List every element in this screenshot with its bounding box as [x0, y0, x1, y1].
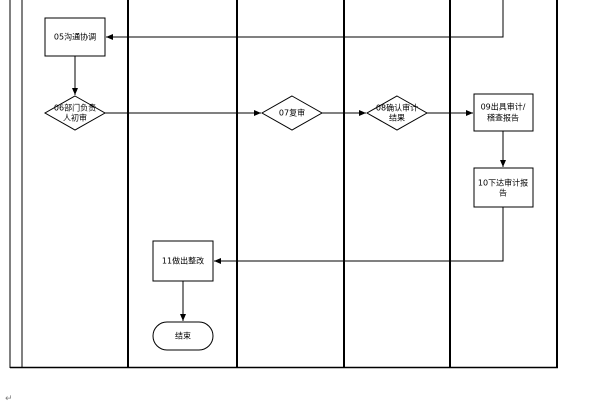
- step-label-10-line2: 告: [499, 188, 507, 198]
- process-box-09-shape: [473, 93, 534, 132]
- step-label-11: 11做出整改: [162, 256, 204, 266]
- process-box-11: 11做出整改: [152, 240, 214, 282]
- step-label-06-line1: 06部门负责: [54, 103, 96, 113]
- step-label-08-line1: 08确认审计: [376, 103, 418, 113]
- swimlane-grid: [9, 0, 558, 369]
- process-box-09: 09出具审计/ 稽查报告: [473, 93, 534, 132]
- terminal-end-shape: [152, 321, 214, 351]
- step-label-09-line1: 09出具审计/: [481, 102, 526, 112]
- process-box-10-shape: [473, 167, 534, 208]
- step-label-07: 07复审: [279, 108, 305, 118]
- step-label-06-line2: 人初审: [63, 113, 87, 123]
- terminal-end: 结束: [152, 321, 214, 351]
- step-label-05: 05沟通协调: [54, 32, 96, 42]
- decision-diamond-07-shape: [260, 95, 324, 131]
- paragraph-mark: ↵: [5, 394, 13, 404]
- process-box-05: 05沟通协调: [44, 17, 106, 57]
- process-box-10: 10下达审计报 告: [473, 167, 534, 208]
- step-label-09-line2: 稽查报告: [487, 113, 519, 123]
- step-label-10-line1: 10下达审计报: [478, 178, 528, 188]
- decision-diamond-08: 08确认审计 结果: [365, 95, 429, 131]
- connector-arrow-10-11: [214, 207, 504, 264]
- step-label-end: 结束: [175, 331, 191, 341]
- decision-diamond-06: 06部门负责 人初审: [43, 95, 107, 131]
- connectors: [72, 0, 506, 321]
- step-label-08-line2: 结果: [389, 113, 405, 123]
- process-box-11-shape: [152, 240, 214, 282]
- connector-arrow-to-05: [106, 0, 504, 40]
- decision-diamond-07: 07复审: [260, 95, 324, 131]
- decision-diamond-08-shape: [365, 95, 429, 131]
- process-box-05-shape: [44, 17, 106, 57]
- decision-diamond-06-shape: [43, 95, 107, 131]
